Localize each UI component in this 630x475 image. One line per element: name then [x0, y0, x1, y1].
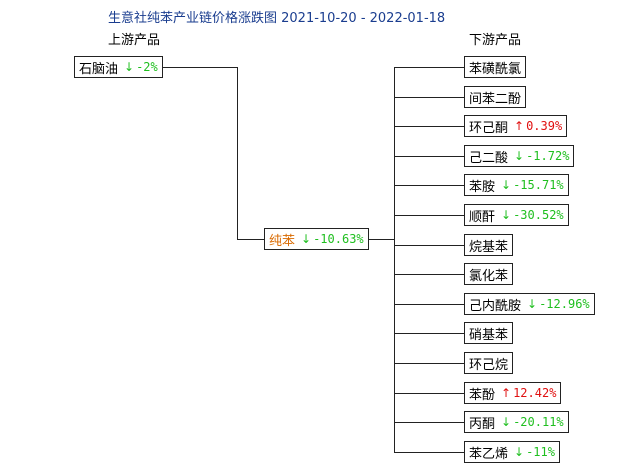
price-change: ↓-20.11% [501, 415, 564, 429]
price-change: ↓-12.96% [527, 297, 590, 311]
change-value: 12.42% [513, 386, 557, 400]
change-value: -12.96% [539, 297, 590, 311]
downstream-node: 环己烷 [464, 352, 514, 374]
downstream-node: 硝基苯 [464, 322, 514, 344]
product-name: 苯磺酰氯 [469, 61, 522, 77]
product-name: 丙酮 [469, 416, 496, 432]
price-change: ↓-15.71% [501, 178, 564, 192]
downstream-header: 下游产品 [469, 33, 522, 48]
downstream-node: 丙酮 ↓-20.11% [464, 411, 569, 433]
price-change: ↓-11% [514, 445, 555, 459]
product-name: 纯苯 [269, 233, 296, 249]
change-value: -15.71% [513, 178, 564, 192]
arrow-down-icon: ↓ [501, 208, 512, 222]
downstream-node: 间苯二酚 [464, 86, 527, 108]
arrow-down-icon: ↓ [124, 60, 135, 74]
arrow-down-icon: ↓ [301, 232, 312, 246]
arrow-down-icon: ↓ [514, 445, 525, 459]
change-value: -10.63% [313, 232, 364, 246]
change-value: -1.72% [526, 149, 570, 163]
product-name: 石脑油 [79, 61, 119, 77]
change-value: -11% [526, 445, 555, 459]
product-name: 苯胺 [469, 179, 496, 195]
product-name: 苯酚 [469, 387, 496, 403]
product-name: 己二酸 [469, 150, 509, 166]
downstream-node: 苯酚 ↑12.42% [464, 382, 562, 404]
arrow-down-icon: ↓ [527, 297, 538, 311]
change-value: -2% [136, 60, 158, 74]
product-name: 硝基苯 [469, 327, 509, 343]
arrow-down-icon: ↓ [501, 415, 512, 429]
change-value: -30.52% [513, 208, 564, 222]
arrow-down-icon: ↓ [514, 149, 525, 163]
downstream-node: 烷基苯 [464, 234, 514, 256]
product-name: 烷基苯 [469, 239, 509, 255]
arrow-down-icon: ↓ [501, 178, 512, 192]
downstream-node: 苯乙烯 ↓-11% [464, 441, 560, 463]
price-change: ↓-10.63% [301, 232, 364, 246]
change-value: 0.39% [526, 119, 563, 133]
arrow-up-icon: ↑ [501, 386, 512, 400]
product-name: 顺酐 [469, 209, 496, 225]
downstream-node: 己内酰胺 ↓-12.96% [464, 293, 595, 315]
product-name: 氯化苯 [469, 268, 509, 284]
downstream-node: 环己酮 ↑0.39% [464, 115, 568, 137]
product-name: 间苯二酚 [469, 91, 522, 107]
downstream-node: 己二酸 ↓-1.72% [464, 145, 575, 167]
product-name: 环己烷 [469, 357, 509, 373]
core-node: 纯苯 ↓-10.63% [264, 228, 369, 250]
arrow-up-icon: ↑ [514, 119, 525, 133]
product-name: 苯乙烯 [469, 446, 509, 462]
upstream-header: 上游产品 [108, 33, 161, 48]
price-change: ↑12.42% [501, 386, 556, 400]
product-name: 己内酰胺 [469, 298, 522, 314]
chart-title: 生意社纯苯产业链价格涨跌图 2021-10-20 - 2022-01-18 [108, 11, 446, 26]
price-change: ↓-1.72% [514, 149, 569, 163]
product-name: 环己酮 [469, 120, 509, 136]
change-value: -20.11% [513, 415, 564, 429]
downstream-node: 苯胺 ↓-15.71% [464, 174, 569, 196]
downstream-node: 氯化苯 [464, 263, 514, 285]
upstream-node: 石脑油 ↓-2% [74, 56, 163, 78]
price-change: ↓-2% [124, 60, 158, 74]
price-change: ↑0.39% [514, 119, 562, 133]
downstream-node: 顺酐 ↓-30.52% [464, 204, 569, 226]
price-change: ↓-30.52% [501, 208, 564, 222]
downstream-node: 苯磺酰氯 [464, 56, 527, 78]
